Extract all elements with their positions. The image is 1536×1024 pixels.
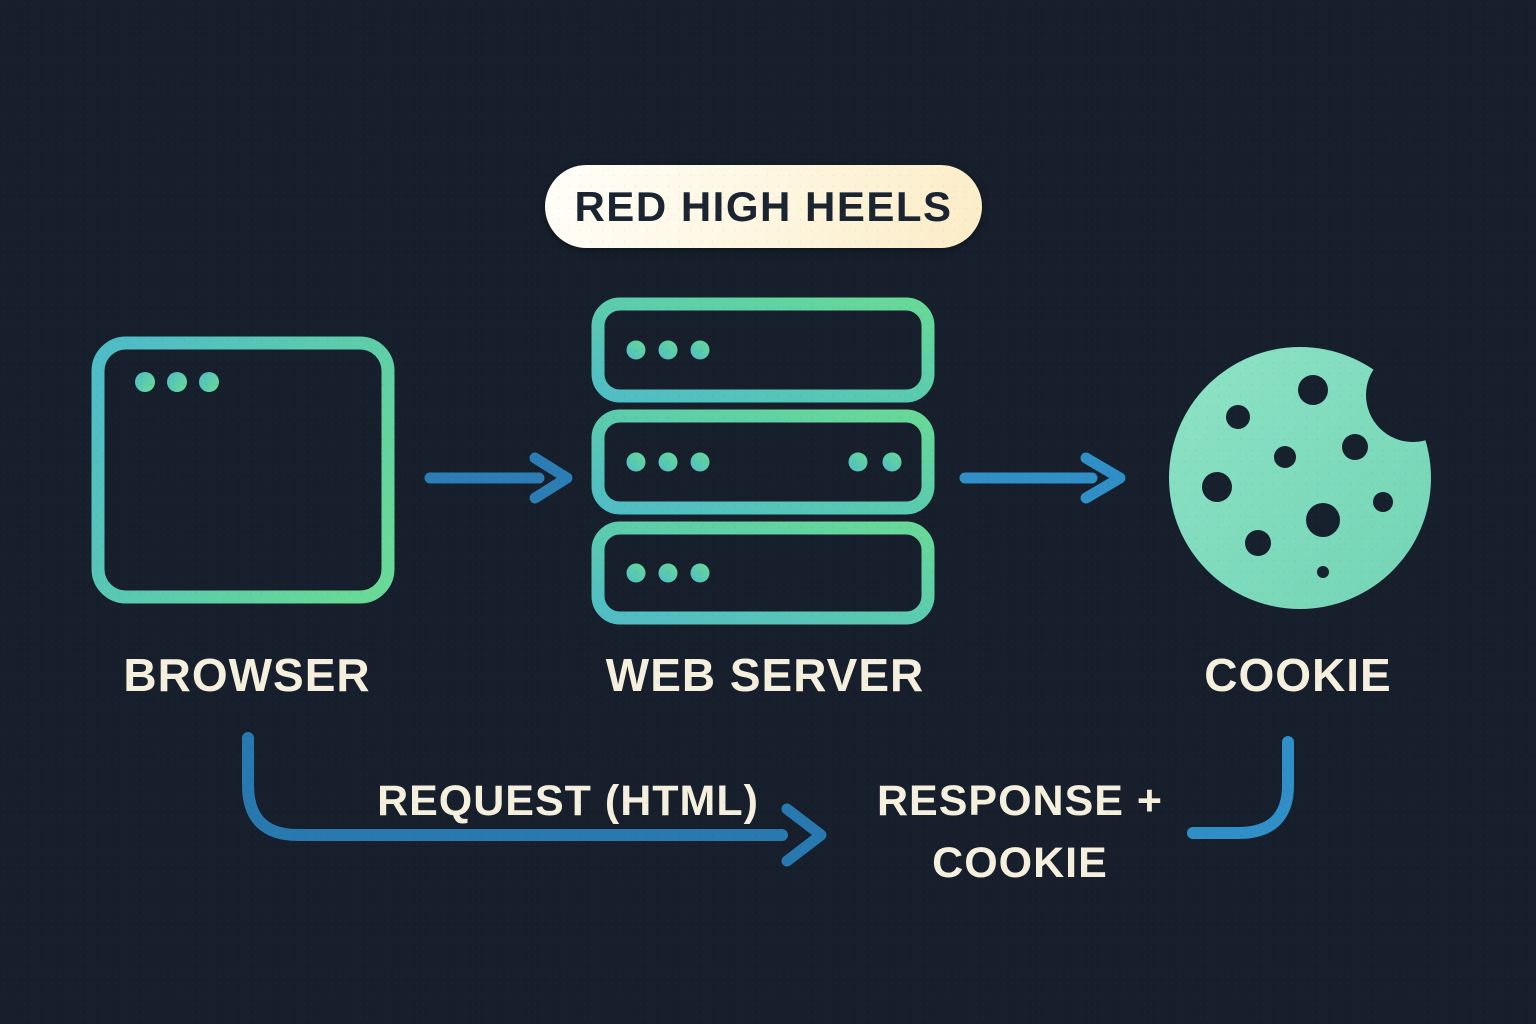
cookie-label: COOKIE: [1204, 649, 1392, 701]
cookie-chips: [1202, 375, 1393, 578]
response-flow-line: [1187, 736, 1294, 839]
browser-dot: [167, 372, 187, 392]
title-badge-label: RED HIGH HEELS: [574, 182, 953, 230]
browser-icon: [91, 336, 395, 604]
web-server-label: WEB SERVER: [605, 649, 925, 701]
arrow-right-icon: [424, 452, 573, 504]
cookie-icon: [1169, 347, 1460, 609]
title-badge: RED HIGH HEELS: [545, 165, 982, 248]
response-label: RESPONSE + COOKIE: [877, 770, 1163, 894]
server-icon: [591, 297, 935, 625]
response-label-line2: COOKIE: [932, 839, 1108, 887]
browser-dot: [199, 372, 219, 392]
cookie-bite: [1366, 348, 1460, 442]
browser-dot: [135, 372, 155, 392]
request-flow-arrow: [242, 732, 827, 867]
browser-label: BROWSER: [123, 649, 371, 701]
request-label: REQUEST (HTML): [377, 777, 759, 825]
arrow-right-icon: [959, 452, 1126, 504]
response-label-line1: RESPONSE +: [876, 777, 1164, 825]
